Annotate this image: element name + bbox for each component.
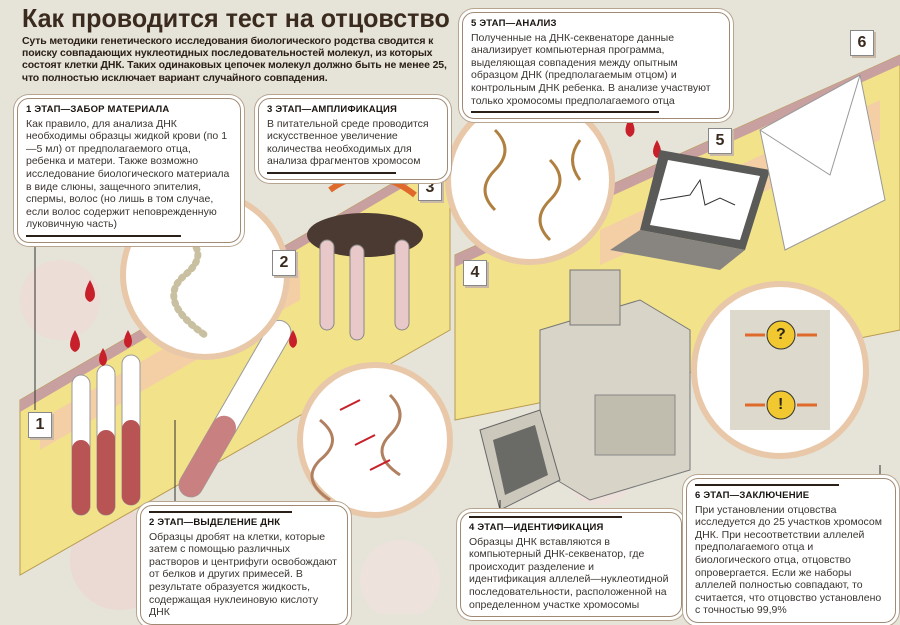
stage-2-title: 2 ЭТАП—ВЫДЕЛЕНИЕ ДНК xyxy=(149,517,281,528)
result-circle xyxy=(691,281,869,459)
test-tubes xyxy=(71,319,292,516)
sequencer-circle xyxy=(445,95,615,265)
stage-4-tag: 4 xyxy=(463,260,487,286)
monitor xyxy=(479,409,561,511)
stage-4-text: Образцы ДНК вставляются в компьютерный Д… xyxy=(469,535,669,611)
stage-4-title: 4 ЭТАП—ИДЕНТИФИКАЦИЯ xyxy=(469,522,604,533)
stage-6-box: 6 ЭТАП—ЗАКЛЮЧЕНИЕ При установлении отцов… xyxy=(686,478,896,623)
divider xyxy=(469,516,622,518)
stage-2-box: 2 ЭТАП—ВЫДЕЛЕНИЕ ДНК Образцы дробят на к… xyxy=(140,505,348,625)
stage-5-text: Полученные на ДНК-секвенаторе данные ана… xyxy=(471,31,711,107)
lead-paragraph: Суть методики генетического исследования… xyxy=(22,35,447,84)
stage-3-title: 3 ЭТАП—АМПЛИФИКАЦИЯ xyxy=(267,104,398,115)
dna-sequencer-machine xyxy=(539,269,691,501)
stage-1-tag: 1 xyxy=(28,412,52,438)
divider xyxy=(267,171,396,174)
divider xyxy=(149,511,292,513)
stage-1-box: 1 ЭТАП—ЗАБОР МАТЕРИАЛА Как правило, для … xyxy=(17,98,241,243)
stage-2-tag: 2 xyxy=(272,250,296,276)
result-exclamation-mark: ! xyxy=(778,396,784,413)
divider xyxy=(26,234,181,237)
divider xyxy=(695,484,839,486)
stage-2-text: Образцы дробят на клетки, которые затем … xyxy=(149,530,337,619)
laptop xyxy=(610,150,770,270)
stage-1-text: Как правило, для анализа ДНК необходимы … xyxy=(26,117,230,231)
stage-5-title: 5 ЭТАП—АНАЛИЗ xyxy=(471,18,557,29)
page-title: Как проводится тест на отцовство xyxy=(22,3,450,33)
centrifuge xyxy=(307,173,423,341)
stage-1-title: 1 ЭТАП—ЗАБОР МАТЕРИАЛА xyxy=(26,104,170,115)
stage-3-box: 3 ЭТАП—АМПЛИФИКАЦИЯ В питательной среде … xyxy=(258,98,448,180)
stage-3-text: В питательной среде проводится искусстве… xyxy=(267,117,429,168)
stage-5-tag: 5 xyxy=(708,128,732,154)
stage-5-box: 5 ЭТАП—АНАЛИЗ Полученные на ДНК-секвенат… xyxy=(462,12,730,120)
divider xyxy=(471,111,659,114)
stage-6-text: При установлении отцовства исследуется д… xyxy=(695,503,882,617)
result-question-mark: ? xyxy=(776,326,786,343)
amplification-circle xyxy=(297,362,453,518)
stage-6-tag: 6 xyxy=(850,30,874,56)
stage-6-title: 6 ЭТАП—ЗАКЛЮЧЕНИЕ xyxy=(695,490,810,501)
envelope xyxy=(759,74,886,251)
stage-4-box: 4 ЭТАП—ИДЕНТИФИКАЦИЯ Образцы ДНК вставля… xyxy=(460,512,682,618)
blood-drops xyxy=(70,117,661,366)
